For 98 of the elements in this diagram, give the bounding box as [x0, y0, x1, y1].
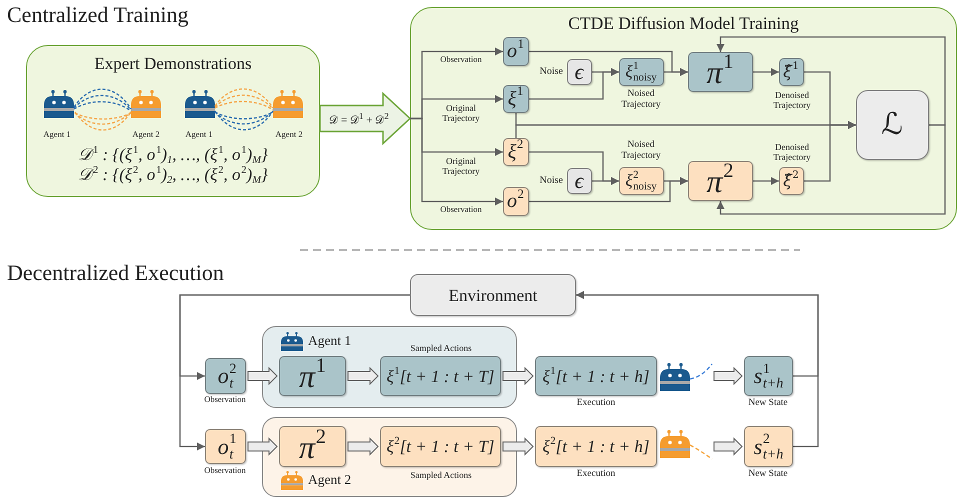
arrow [529, 151, 619, 185]
math-label: π$^{2}$ [706, 164, 734, 196]
denoised-trajectory-box [778, 58, 804, 86]
node-caption: Sampled Actions [410, 470, 472, 480]
block-arrow [248, 437, 278, 456]
arrow [664, 68, 688, 76]
loss-box [856, 90, 928, 160]
node-caption: Observation [204, 466, 246, 476]
math-label: ξ$^{2}$ [508, 142, 524, 162]
math-label: π$^{2}$ [298, 430, 326, 462]
agent-label: Agent 1 [43, 130, 71, 140]
block-arrow [319, 92, 412, 146]
node-caption: Noised Trajectory [620, 89, 662, 111]
math-label: ξ̂$^{1}$ [783, 64, 799, 80]
arrow [664, 177, 688, 185]
action-sequence-box [380, 356, 501, 396]
block-arrow [348, 437, 379, 456]
node-caption: Noised Trajectory [620, 140, 662, 162]
agent-panel [262, 417, 517, 497]
math-label: ξ$^{2}$[t + 1 : t + T] [386, 438, 494, 455]
state-box [744, 426, 793, 467]
math-label: ξ$^{2}$[t + 1 : t + h] [542, 438, 650, 455]
panel-title: CTDE Diffusion Model Training [568, 13, 799, 34]
math-label: ℒ [881, 110, 903, 140]
math-label: ξ$^{1}$ [508, 88, 524, 108]
math-label: o$^{2}$ [507, 191, 524, 211]
node-caption: Denoised Trajectory [772, 142, 812, 163]
formula: 𝒟$^{2}$ : {(ξ$^{2}$, o$^{1}$)$_{2}$, …, (ξ$^{2}$, o$^{2}$)$_{M}$} [78, 166, 268, 185]
action-sequence-box [535, 426, 657, 467]
math-label: π$^{1}$ [298, 360, 326, 392]
node-caption: New State [748, 469, 788, 480]
agent-title: Agent 1 [308, 333, 352, 349]
observation-box [502, 186, 528, 216]
edge-label: Original Trajectory [441, 103, 481, 124]
math-label: π$^{1}$ [706, 56, 734, 88]
math-label: ξ$^{1}$[t + 1 : t + T] [386, 368, 494, 384]
trajectory-box [502, 84, 528, 112]
arrow [515, 121, 856, 138]
block-arrow [714, 437, 743, 456]
agent-title: Agent 2 [308, 472, 352, 488]
noise-box [566, 58, 592, 84]
policy-box [279, 356, 346, 396]
panel-title: Expert Demonstrations [94, 54, 252, 74]
block-arrow [502, 437, 534, 456]
edge-label: Original Trajectory [441, 156, 481, 177]
agent-label: Agent 2 [132, 130, 160, 140]
node-caption: Noise [540, 66, 563, 78]
math-label: ξ$^{1}$[t + 1 : t + h] [542, 368, 650, 384]
edge-label: Observation [440, 205, 482, 215]
agent-label: Agent 1 [185, 130, 213, 140]
agent-label: Agent 2 [275, 130, 303, 140]
arrow [753, 177, 779, 185]
policy-box [688, 52, 752, 92]
policy-box [279, 426, 346, 467]
node-caption: Sampled Actions [410, 343, 472, 354]
noisy-trajectory-box [618, 58, 664, 86]
trajectory-box [502, 138, 528, 166]
section-heading: Centralized Training [7, 2, 188, 28]
edge-label: 𝒟 = 𝒟$^{1}$ + 𝒟$^{2}$ [329, 111, 389, 128]
node-caption: Observation [204, 395, 246, 405]
arrow [716, 36, 946, 126]
arrow [716, 124, 946, 215]
noise-box [566, 168, 592, 194]
node-caption: Execution [576, 398, 616, 409]
block-arrow [502, 366, 534, 386]
action-sequence-box [380, 426, 501, 467]
arrow [529, 68, 619, 100]
noisy-trajectory-box [618, 166, 664, 194]
policy-box [688, 160, 752, 200]
demonstrations-panel [26, 45, 320, 197]
node-caption: Noise [540, 175, 563, 186]
arrow [753, 68, 779, 76]
state-box [744, 356, 793, 396]
edge-label: Observation [440, 55, 482, 65]
environment-box [410, 274, 576, 316]
arrow [179, 294, 410, 450]
action-sequence-box [535, 356, 657, 396]
observation-box [502, 36, 528, 66]
node-caption: Execution [576, 469, 616, 480]
formula: 𝒟$^{1}$ : {(ξ$^{1}$, o$^{1}$)$_{1}$, …, (ξ$^{1}$, o$^{1}$)$_{M}$} [78, 146, 268, 165]
block-arrow [348, 366, 379, 386]
section-heading: Decentralized Execution [7, 260, 224, 286]
math-label: o$^{1}$ [507, 41, 524, 61]
math-label: ϵ [574, 170, 584, 192]
agent-panel [262, 326, 517, 408]
block-arrow [248, 366, 278, 386]
arrow [576, 291, 819, 448]
node-caption: Denoised Trajectory [772, 90, 812, 111]
math-label: ξ̂$^{2}$ [783, 172, 799, 188]
arrow [410, 118, 503, 206]
denoised-trajectory-box [778, 166, 804, 194]
node-caption: New State [748, 398, 788, 409]
node-label: Environment [448, 286, 538, 304]
observation-box [205, 358, 246, 394]
observation-box [205, 429, 246, 464]
training-panel [410, 7, 957, 230]
block-arrow [714, 366, 743, 386]
math-label: ϵ [574, 60, 584, 82]
